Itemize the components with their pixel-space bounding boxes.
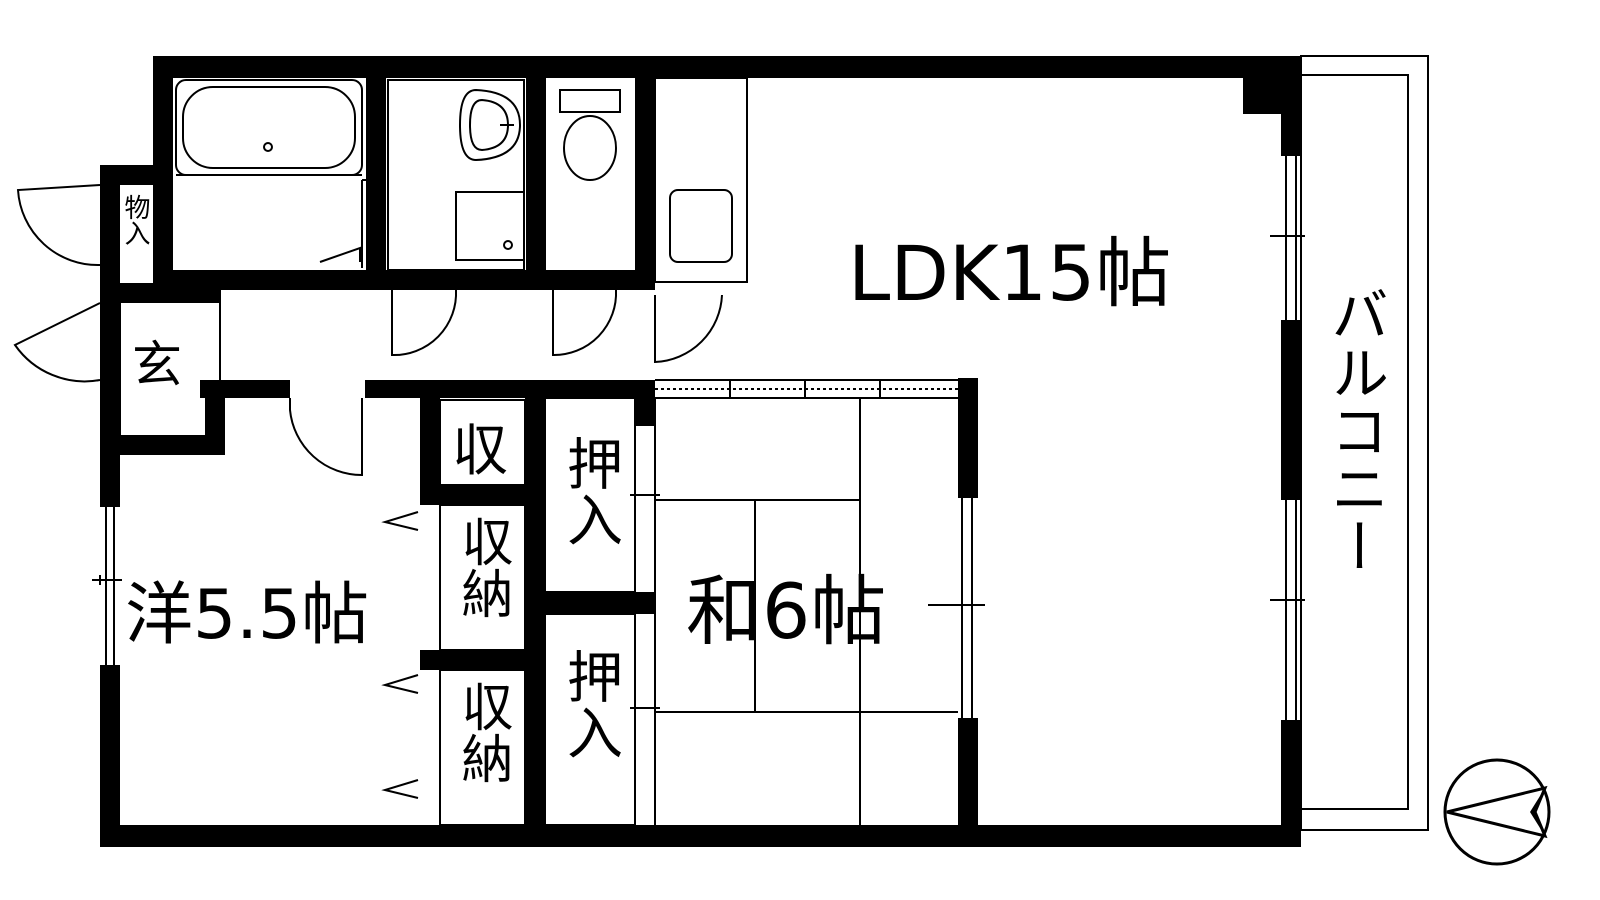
- storage-bottom-label: 収納: [452, 680, 512, 784]
- entrance-label: 玄: [132, 336, 182, 394]
- western-room-label: 洋5.5帖: [125, 576, 369, 655]
- japanese-room-label: 和6帖: [686, 567, 886, 656]
- room-labels: LDK15帖 洋5.5帖 和6帖 玄 収: [125, 229, 1171, 656]
- walls: [100, 56, 1301, 847]
- storage-small-label: 物入: [120, 194, 150, 246]
- storage-mid-label: 収納: [452, 515, 512, 619]
- storage-top-label: 収: [452, 419, 508, 484]
- closet-upper-label: 押入: [558, 435, 623, 547]
- closet-lower-label: 押入: [558, 648, 623, 760]
- interior-lines: [13, 55, 1429, 831]
- compass-icon: [1443, 758, 1551, 866]
- balcony-label: バルコニー: [1321, 285, 1389, 575]
- vertical-labels: 物入 収納 収納 押入 押入 バルコニー: [120, 194, 1389, 784]
- ldk-label: LDK15帖: [848, 229, 1171, 318]
